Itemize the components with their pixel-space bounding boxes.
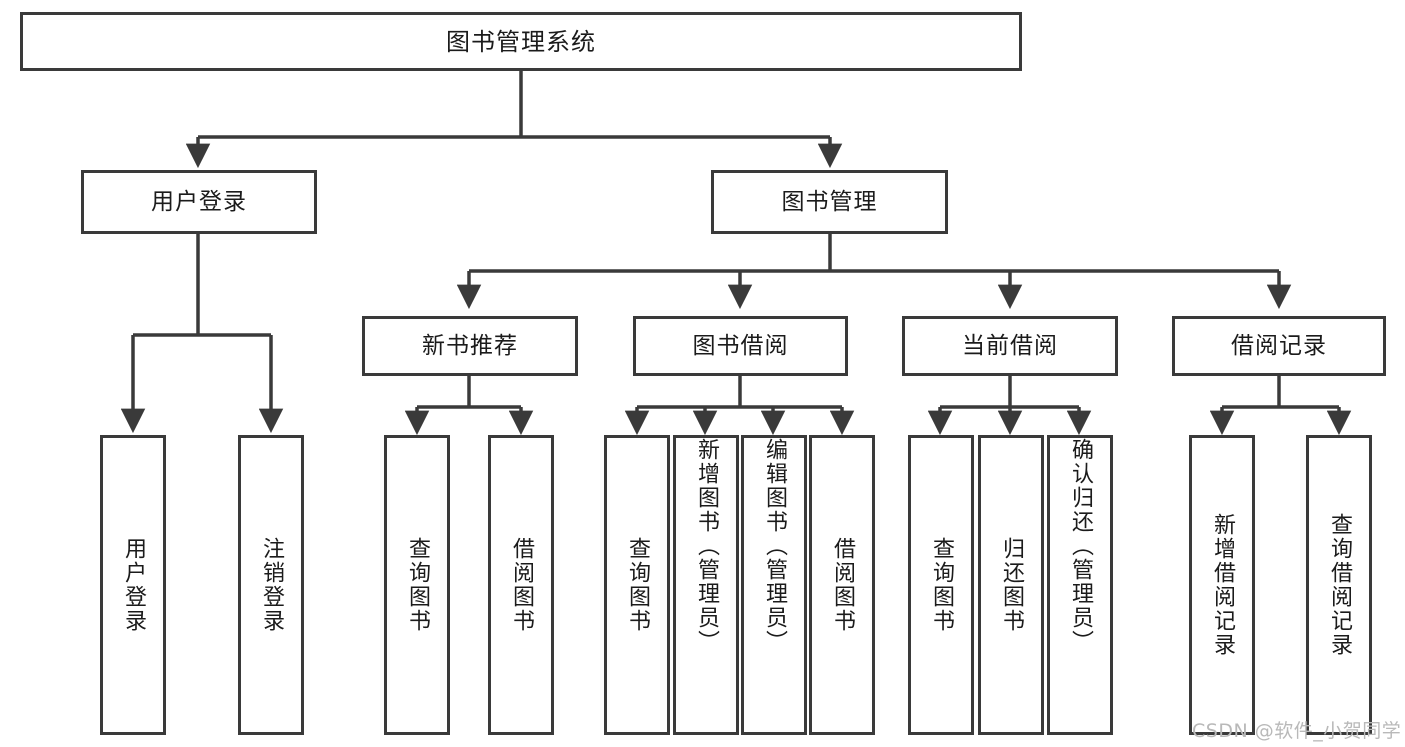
node-label: 查询借阅记录 [1326, 513, 1352, 657]
node-label: 图书借阅 [692, 332, 789, 359]
node-borrow-record[interactable]: 借阅记录 [1172, 316, 1386, 376]
leaf-add-borrow-record[interactable]: 新增借阅记录 [1189, 435, 1255, 735]
leaf-confirm-return-admin[interactable]: 确认归还（管理员） [1047, 435, 1113, 735]
node-label: 确认归还（管理员） [1067, 438, 1093, 654]
node-user-login[interactable]: 用户登录 [81, 170, 317, 234]
node-label: 编辑图书（管理员） [761, 438, 787, 654]
node-label: 查询图书 [624, 537, 650, 633]
leaf-query-borrow-record[interactable]: 查询借阅记录 [1306, 435, 1372, 735]
node-label: 用户登录 [151, 188, 247, 215]
leaf-return-book[interactable]: 归还图书 [978, 435, 1044, 735]
node-label: 当前借阅 [962, 332, 1058, 359]
node-label: 新增借阅记录 [1209, 513, 1235, 657]
node-label: 借阅图书 [829, 537, 855, 633]
leaf-user-login[interactable]: 用户登录 [100, 435, 166, 735]
node-book-borrow[interactable]: 图书借阅 [633, 316, 848, 376]
leaf-query-book-current[interactable]: 查询图书 [908, 435, 974, 735]
node-label: 注销登录 [258, 537, 284, 633]
node-root-system[interactable]: 图书管理系统 [20, 12, 1022, 71]
node-label: 图书管理系统 [446, 27, 596, 56]
node-label: 查询图书 [928, 537, 954, 633]
leaf-add-book-admin[interactable]: 新增图书（管理员） [673, 435, 739, 735]
node-label: 图书管理 [781, 188, 878, 215]
csdn-watermark: CSDN @软件_小贺同学 [1192, 720, 1402, 742]
node-label: 借阅记录 [1231, 332, 1327, 359]
node-label: 查询图书 [404, 537, 430, 633]
leaf-borrow-book-recommend[interactable]: 借阅图书 [488, 435, 554, 735]
leaf-query-book-borrow[interactable]: 查询图书 [604, 435, 670, 735]
node-label: 新增图书（管理员） [693, 438, 719, 654]
node-book-management[interactable]: 图书管理 [711, 170, 948, 234]
node-label: 借阅图书 [508, 537, 534, 633]
node-label: 归还图书 [998, 537, 1024, 633]
leaf-logout-login[interactable]: 注销登录 [238, 435, 304, 735]
leaf-edit-book-admin[interactable]: 编辑图书（管理员） [741, 435, 807, 735]
node-new-book-recommend[interactable]: 新书推荐 [362, 316, 578, 376]
leaf-query-book-recommend[interactable]: 查询图书 [384, 435, 450, 735]
node-label: 用户登录 [120, 537, 146, 633]
node-current-borrow[interactable]: 当前借阅 [902, 316, 1118, 376]
leaf-borrow-book-borrow[interactable]: 借阅图书 [809, 435, 875, 735]
node-label: 新书推荐 [422, 332, 518, 359]
